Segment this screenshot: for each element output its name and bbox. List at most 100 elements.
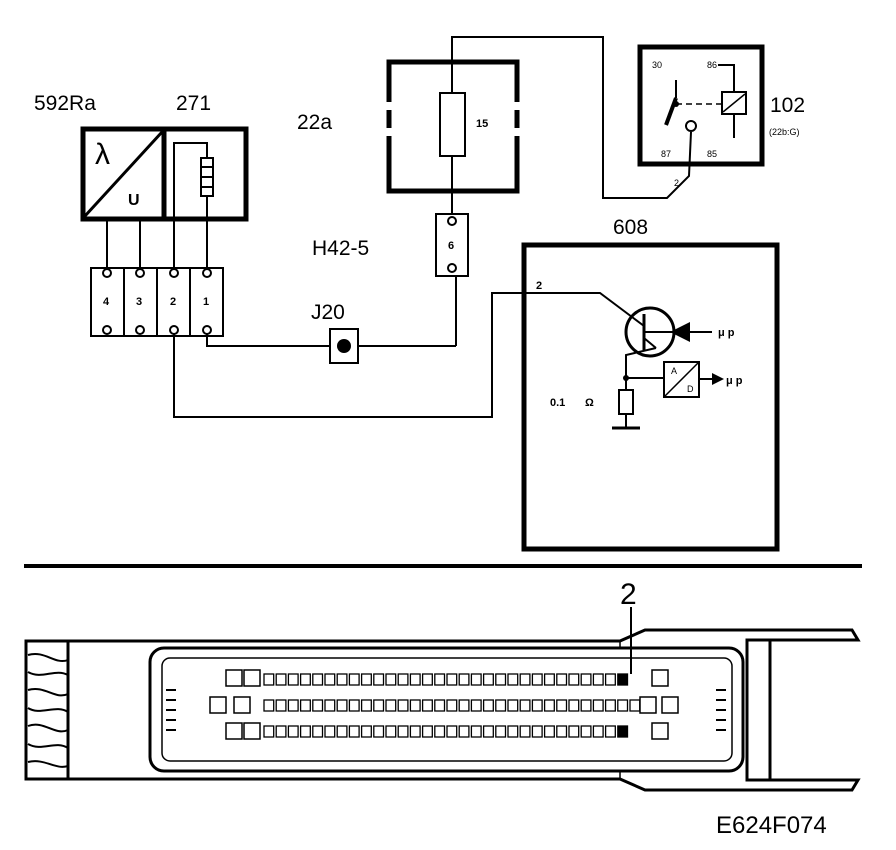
connector-pin xyxy=(556,673,568,686)
connector-pin xyxy=(336,673,348,686)
connector-pin xyxy=(287,673,299,686)
connector-pin xyxy=(287,699,299,712)
connector-pin xyxy=(421,673,433,686)
connector-pin xyxy=(470,673,482,686)
fuse-box-22a: 15 22a xyxy=(297,59,522,194)
connector-pin xyxy=(324,699,336,712)
connector-pin xyxy=(299,725,311,738)
connector-pin xyxy=(360,673,372,686)
connector-pin xyxy=(568,673,580,686)
relay-102: 30 86 87 85 2 102 (22b:G) xyxy=(637,44,805,188)
connector-pin xyxy=(592,699,604,712)
connector-pin xyxy=(470,699,482,712)
connector-pin xyxy=(409,699,421,712)
connector-pin xyxy=(421,725,433,738)
connector-pin xyxy=(580,725,592,738)
connector-pin xyxy=(531,725,543,738)
connector-pin xyxy=(495,673,507,686)
resistor-unit: Ω xyxy=(585,397,594,409)
h42-pin: 6 xyxy=(448,240,454,252)
connector-pin xyxy=(397,673,409,686)
connector-pin-1: 1 xyxy=(203,296,209,308)
connector-pin xyxy=(263,725,275,738)
pin-rows xyxy=(263,673,641,738)
control-unit-608: 608 2 μ p 0.1 Ω A D μ p xyxy=(521,216,780,552)
connector-pin xyxy=(373,673,385,686)
connector-pin xyxy=(543,725,555,738)
connector-pin xyxy=(312,699,324,712)
connector-pin xyxy=(409,725,421,738)
connector-pin xyxy=(604,673,616,686)
connector-h42-5: 6 H42-5 xyxy=(312,213,469,277)
connector-pin xyxy=(409,673,421,686)
relay-pin-87: 87 xyxy=(661,149,671,159)
connector-pin xyxy=(421,699,433,712)
connector-pin xyxy=(580,699,592,712)
connector-plug-view: 2 xyxy=(24,578,861,792)
connector-pin xyxy=(580,673,592,686)
heater-271: 271 xyxy=(161,92,249,225)
connector-pin-4: 4 xyxy=(103,296,110,308)
connector-pin xyxy=(434,725,446,738)
connector-pin xyxy=(604,699,616,712)
connector-pin xyxy=(568,699,580,712)
figure-code: E624F074 xyxy=(716,812,827,839)
connector-pin xyxy=(360,725,372,738)
lambda-sensor-592ra: λ U 592Ra xyxy=(34,92,167,222)
splice-ref: J20 xyxy=(311,301,345,324)
connector-pin xyxy=(275,699,287,712)
connector-pin xyxy=(263,699,275,712)
connector-pin xyxy=(373,725,385,738)
connector-pin xyxy=(604,725,616,738)
heater-ref: 271 xyxy=(176,92,211,115)
connector-pin xyxy=(275,725,287,738)
connector-pin xyxy=(348,699,360,712)
relay-pin-85: 85 xyxy=(707,149,717,159)
connector-pin xyxy=(470,725,482,738)
connector-pin xyxy=(507,725,519,738)
connector-pin xyxy=(446,725,458,738)
connector-pin xyxy=(312,725,324,738)
connector-pin xyxy=(385,725,397,738)
pin-callout: 2 xyxy=(620,578,637,611)
fuse-box-ref: 22a xyxy=(297,111,332,134)
relay-pin-30: 30 xyxy=(652,60,662,70)
connector-pin xyxy=(495,725,507,738)
adc-d-label: D xyxy=(687,384,694,394)
relay-ref: 102 xyxy=(770,94,805,117)
connector-block: 4 3 2 1 xyxy=(90,267,224,337)
sensor-output-label: U xyxy=(128,192,140,209)
connector-pin xyxy=(519,699,531,712)
lambda-symbol: λ xyxy=(95,138,110,171)
connector-pin xyxy=(568,725,580,738)
connector-pin xyxy=(336,725,348,738)
connector-pin xyxy=(287,725,299,738)
connector-pin xyxy=(543,673,555,686)
connector-pin xyxy=(556,725,568,738)
fuse-number: 15 xyxy=(476,118,488,130)
connector-pin xyxy=(543,699,555,712)
connector-pin xyxy=(617,725,629,738)
mp-input-1: μ p xyxy=(718,327,735,339)
relay-note: (22b:G) xyxy=(769,127,800,137)
relay-wire-pin: 2 xyxy=(674,178,679,188)
connector-pin xyxy=(458,699,470,712)
connector-pin xyxy=(324,725,336,738)
connector-pin xyxy=(519,725,531,738)
resistor-value: 0.1 xyxy=(550,397,565,409)
connector-pin xyxy=(434,673,446,686)
connector-pin xyxy=(336,699,348,712)
connector-pin xyxy=(385,699,397,712)
control-unit-ref: 608 xyxy=(613,216,648,239)
connector-pin xyxy=(592,673,604,686)
connector-pin xyxy=(373,699,385,712)
connector-pin xyxy=(446,699,458,712)
lambda-sensor-ref: 592Ra xyxy=(34,92,96,115)
connector-pin xyxy=(482,673,494,686)
connector-pin xyxy=(434,699,446,712)
connector-pin-3: 3 xyxy=(136,296,142,308)
connector-pin xyxy=(385,673,397,686)
connector-pin xyxy=(348,673,360,686)
connector-pin-2: 2 xyxy=(170,296,176,308)
connector-pin xyxy=(397,725,409,738)
